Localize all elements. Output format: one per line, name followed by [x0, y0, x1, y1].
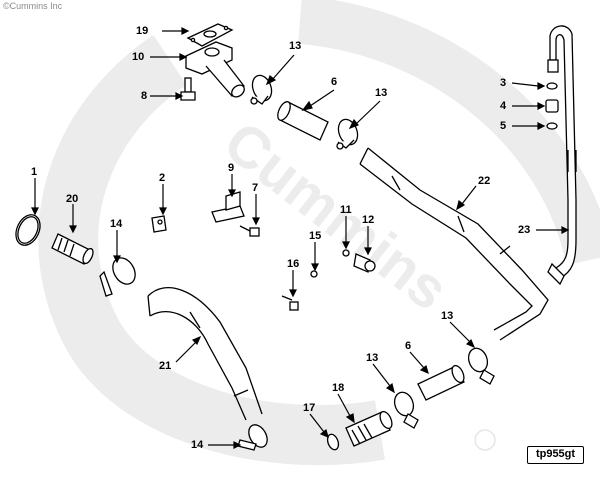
- clip-2: [151, 215, 167, 233]
- callout-3: 3: [500, 77, 507, 89]
- hose-clamp-14a: [99, 257, 136, 297]
- hose-clamp-13c: [467, 347, 495, 385]
- copyright-text: ©Cummins Inc: [3, 1, 63, 11]
- leader-lines: [31, 27, 570, 449]
- callout-20: 20: [66, 193, 79, 205]
- o-ring-17: [326, 433, 340, 451]
- callout-22: 22: [478, 175, 491, 187]
- adapter-4: [545, 99, 559, 113]
- callout-13-upper-left: 13: [289, 40, 302, 52]
- callout-21: 21: [159, 360, 172, 372]
- callout-12: 12: [362, 214, 375, 226]
- callout-7: 7: [252, 182, 259, 194]
- callout-4: 4: [500, 100, 507, 112]
- callout-9: 9: [228, 162, 235, 174]
- callout-13-lower-left: 13: [366, 352, 379, 364]
- connector-18: [345, 410, 393, 447]
- callout-14-lower: 14: [191, 439, 204, 451]
- fitting-3: [546, 82, 558, 90]
- capscrew-8: [180, 77, 196, 101]
- hose-21: [147, 286, 263, 421]
- capscrew-16: [281, 295, 299, 311]
- o-ring-5: [546, 122, 558, 130]
- registered-mark: [474, 429, 496, 451]
- capscrew-7: [239, 225, 260, 237]
- connector-20: [51, 233, 94, 265]
- part-15: [310, 270, 318, 278]
- hose-6b: [417, 364, 465, 401]
- tube-22: [359, 147, 549, 341]
- bracket-9: [211, 191, 245, 223]
- callout-8: 8: [141, 90, 148, 102]
- callout-11: 11: [340, 204, 352, 216]
- watermark-logo: Cummins: [38, 0, 600, 466]
- callout-15: 15: [309, 230, 322, 242]
- figure-id-label: tp955gt: [527, 446, 584, 464]
- tube-23: [547, 25, 577, 286]
- callout-6-lower: 6: [405, 340, 412, 352]
- hose-clamp-13b: [336, 118, 359, 150]
- fitting-12: [353, 253, 376, 273]
- callout-6-upper: 6: [331, 76, 338, 88]
- svg-text:Cummins: Cummins: [212, 109, 460, 323]
- callout-17: 17: [303, 402, 316, 414]
- hose-clamp-14b: [237, 424, 268, 451]
- callout-19: 19: [136, 25, 149, 37]
- hose-clamp-13d: [393, 391, 419, 429]
- callout-10: 10: [132, 51, 145, 63]
- callout-18: 18: [332, 382, 345, 394]
- callout-13-lower-right: 13: [441, 310, 454, 322]
- callout-2: 2: [159, 172, 166, 184]
- hose-clamp-13a: [250, 74, 273, 105]
- callout-14-left: 14: [110, 218, 123, 230]
- hose-6a: [277, 101, 329, 141]
- callout-1: 1: [31, 166, 38, 178]
- callout-5: 5: [500, 120, 507, 132]
- callout-16: 16: [287, 258, 300, 270]
- washer-11: [342, 249, 350, 257]
- flange-elbow-10: [185, 41, 245, 98]
- gasket-19: [186, 23, 234, 47]
- callout-13-upper-right: 13: [375, 87, 388, 99]
- callout-23: 23: [518, 224, 531, 236]
- o-ring-1: [15, 214, 41, 246]
